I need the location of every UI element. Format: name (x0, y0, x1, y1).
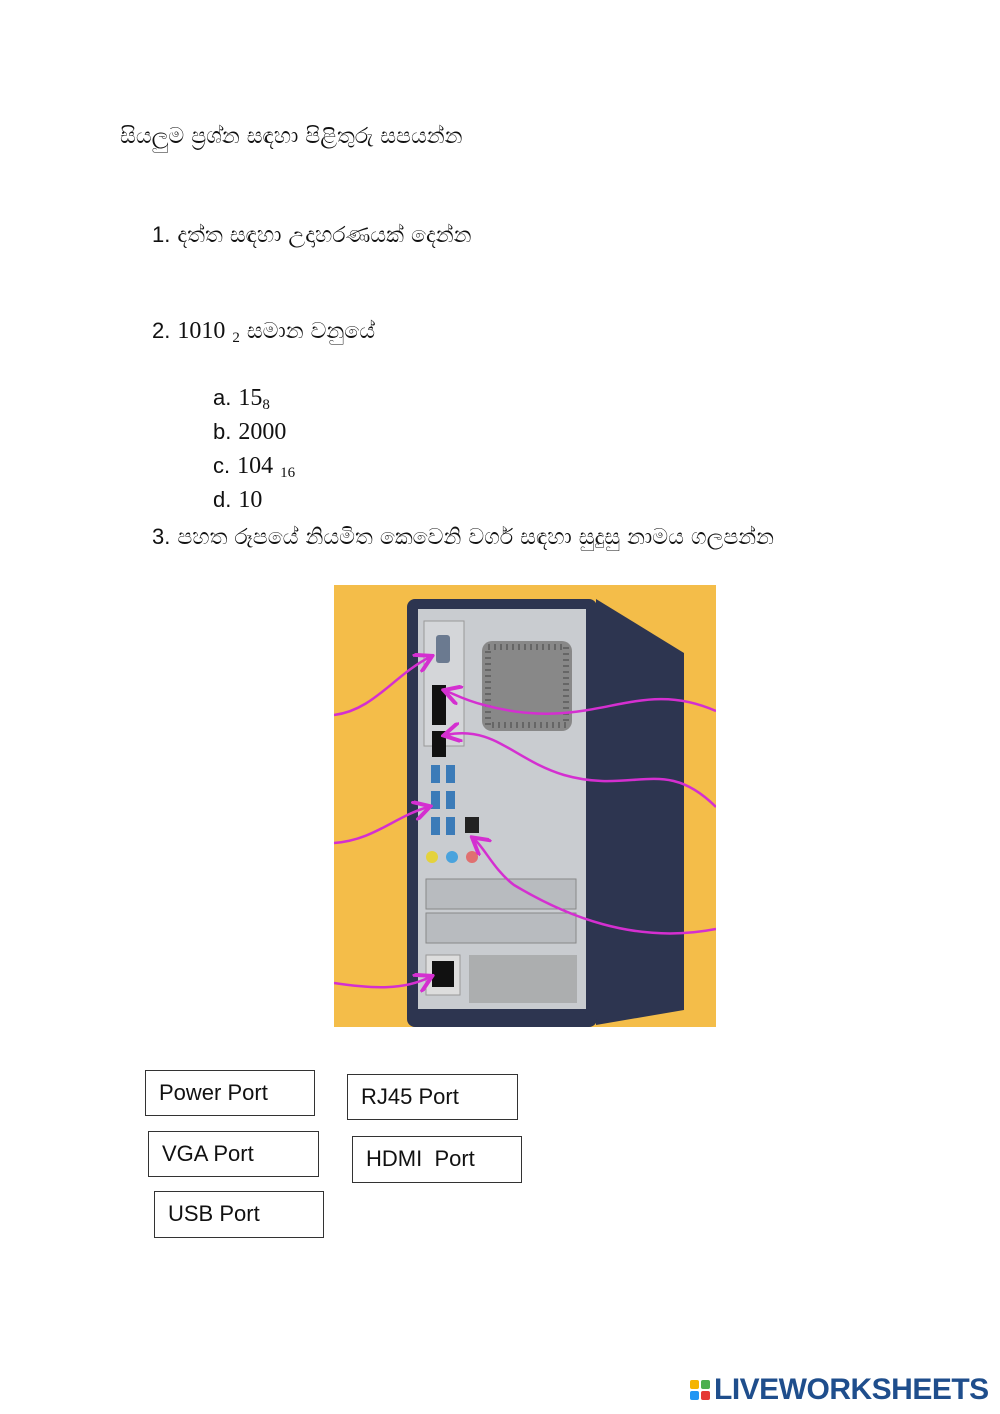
answer-box-vga-port[interactable]: VGA Port (148, 1131, 319, 1177)
rj45-port (465, 817, 479, 833)
question-1: 1. දත්ත සඳහා උදාහරණයක් දෙන්න (152, 221, 471, 250)
option-letter: a. (213, 385, 232, 410)
power-port (432, 961, 454, 987)
answer-box-power-port[interactable]: Power Port (145, 1070, 315, 1116)
instructions-title: සියලුම ප්‍රශ්න සඳහා පිළිතුරු සපයන්න (120, 124, 463, 149)
answer-box-rj45-port[interactable]: RJ45 Port (347, 1074, 518, 1120)
option-letter: c. (213, 453, 231, 478)
logo-text: LIVEWORKSHEETS (714, 1373, 989, 1406)
answer-box-hdmi-port[interactable]: HDMI Port (352, 1136, 522, 1183)
question-text: සමාන වනුයේ (246, 319, 376, 344)
logo-icon (690, 1380, 710, 1400)
vga-port (436, 635, 450, 663)
displayport (432, 685, 446, 725)
liveworksheets-logo: LIVEWORKSHEETS (690, 1373, 989, 1407)
option-a: a. 158 (213, 384, 270, 419)
option-base: 16 (280, 465, 296, 481)
option-value: 2000 (238, 419, 287, 445)
question-text: දත්ත සඳහා උදාහරණයක් දෙන්න (177, 223, 472, 248)
option-letter: b. (213, 419, 232, 444)
option-letter: d. (213, 487, 232, 512)
option-b: b. 2000 (213, 418, 286, 447)
hdmi-port (432, 731, 446, 757)
question-2: 2. 1010 2 සමාන වනුයේ (152, 317, 375, 352)
binary-value: 1010 (177, 318, 226, 344)
question-number: 2. (152, 318, 171, 343)
arrows (334, 657, 716, 987)
answer-box-usb-port[interactable]: USB Port (154, 1191, 324, 1238)
computer-rear-ports-image (334, 585, 716, 1027)
question-number: 1. (152, 222, 171, 247)
question-number: 3. (152, 524, 171, 549)
option-d: d. 10 (213, 486, 262, 515)
question-3: 3. පහත රූපයේ නියමිත කෙවෙනි වර්ග සඳහා සුද… (152, 523, 774, 552)
option-value: 104 (237, 453, 274, 479)
option-c: c. 104 16 (213, 452, 295, 487)
question-text: පහත රූපයේ නියමිත කෙවෙනි වර්ග සඳහා සුදුසු… (177, 525, 775, 550)
base: 2 (232, 330, 240, 346)
option-value: 15 (238, 385, 263, 411)
usb-ports (431, 765, 455, 835)
option-value: 10 (238, 487, 263, 513)
option-base: 8 (262, 397, 270, 413)
